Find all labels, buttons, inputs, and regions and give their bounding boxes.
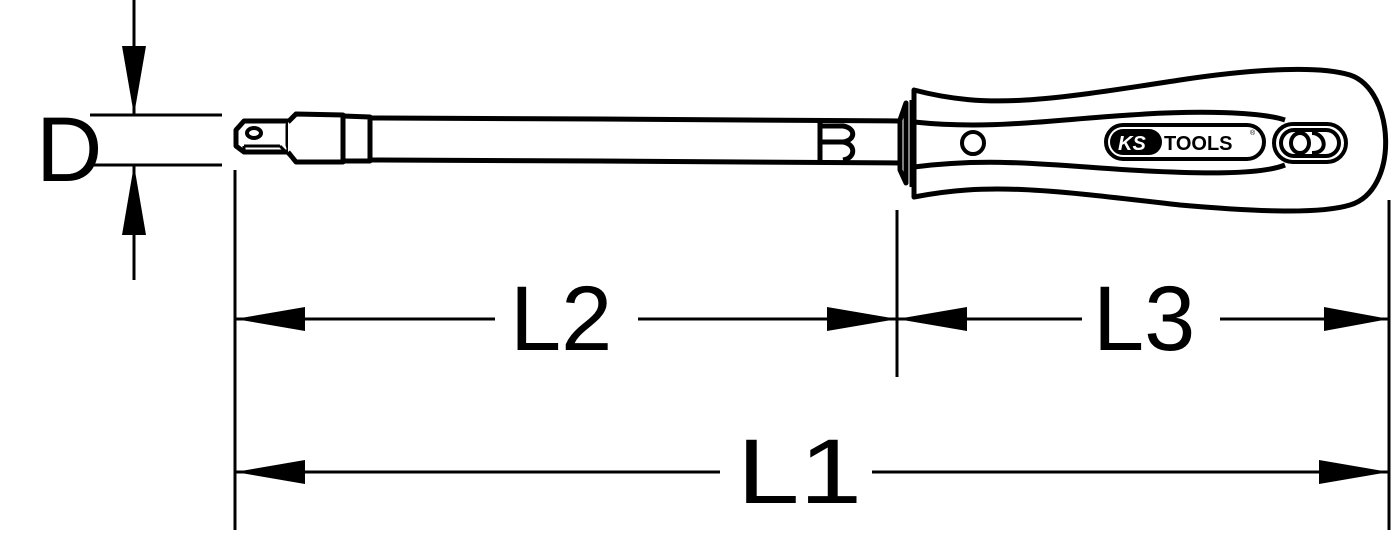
arrow-right-icon: [1324, 307, 1389, 331]
logo-tools: TOOLS: [1164, 133, 1233, 155]
dimension-l2: [235, 307, 897, 331]
dimension-l2-label: L2: [510, 268, 612, 370]
dimension-l1: [235, 460, 1389, 484]
logo-registered: ®: [1250, 129, 1256, 137]
arrow-left-icon: [897, 307, 967, 331]
extension-lines: [233, 170, 1391, 530]
logo-ks: KS: [1118, 133, 1146, 155]
dimension-d-label: D: [36, 99, 102, 201]
dimension-l3: [897, 307, 1389, 331]
arrow-left-icon: [235, 460, 305, 484]
dimension-l3-label: L3: [1093, 268, 1195, 370]
brand-logo: KS TOOLS ®: [1104, 122, 1348, 164]
arrow-right-icon: [1319, 460, 1389, 484]
arrow-right-icon: [827, 307, 897, 331]
dimension-l1-label: L1: [737, 421, 862, 523]
arrow-down-icon: [122, 46, 146, 115]
tool-shaft: [233, 100, 915, 187]
dimension-d: [90, 0, 222, 280]
arrow-left-icon: [235, 307, 305, 331]
